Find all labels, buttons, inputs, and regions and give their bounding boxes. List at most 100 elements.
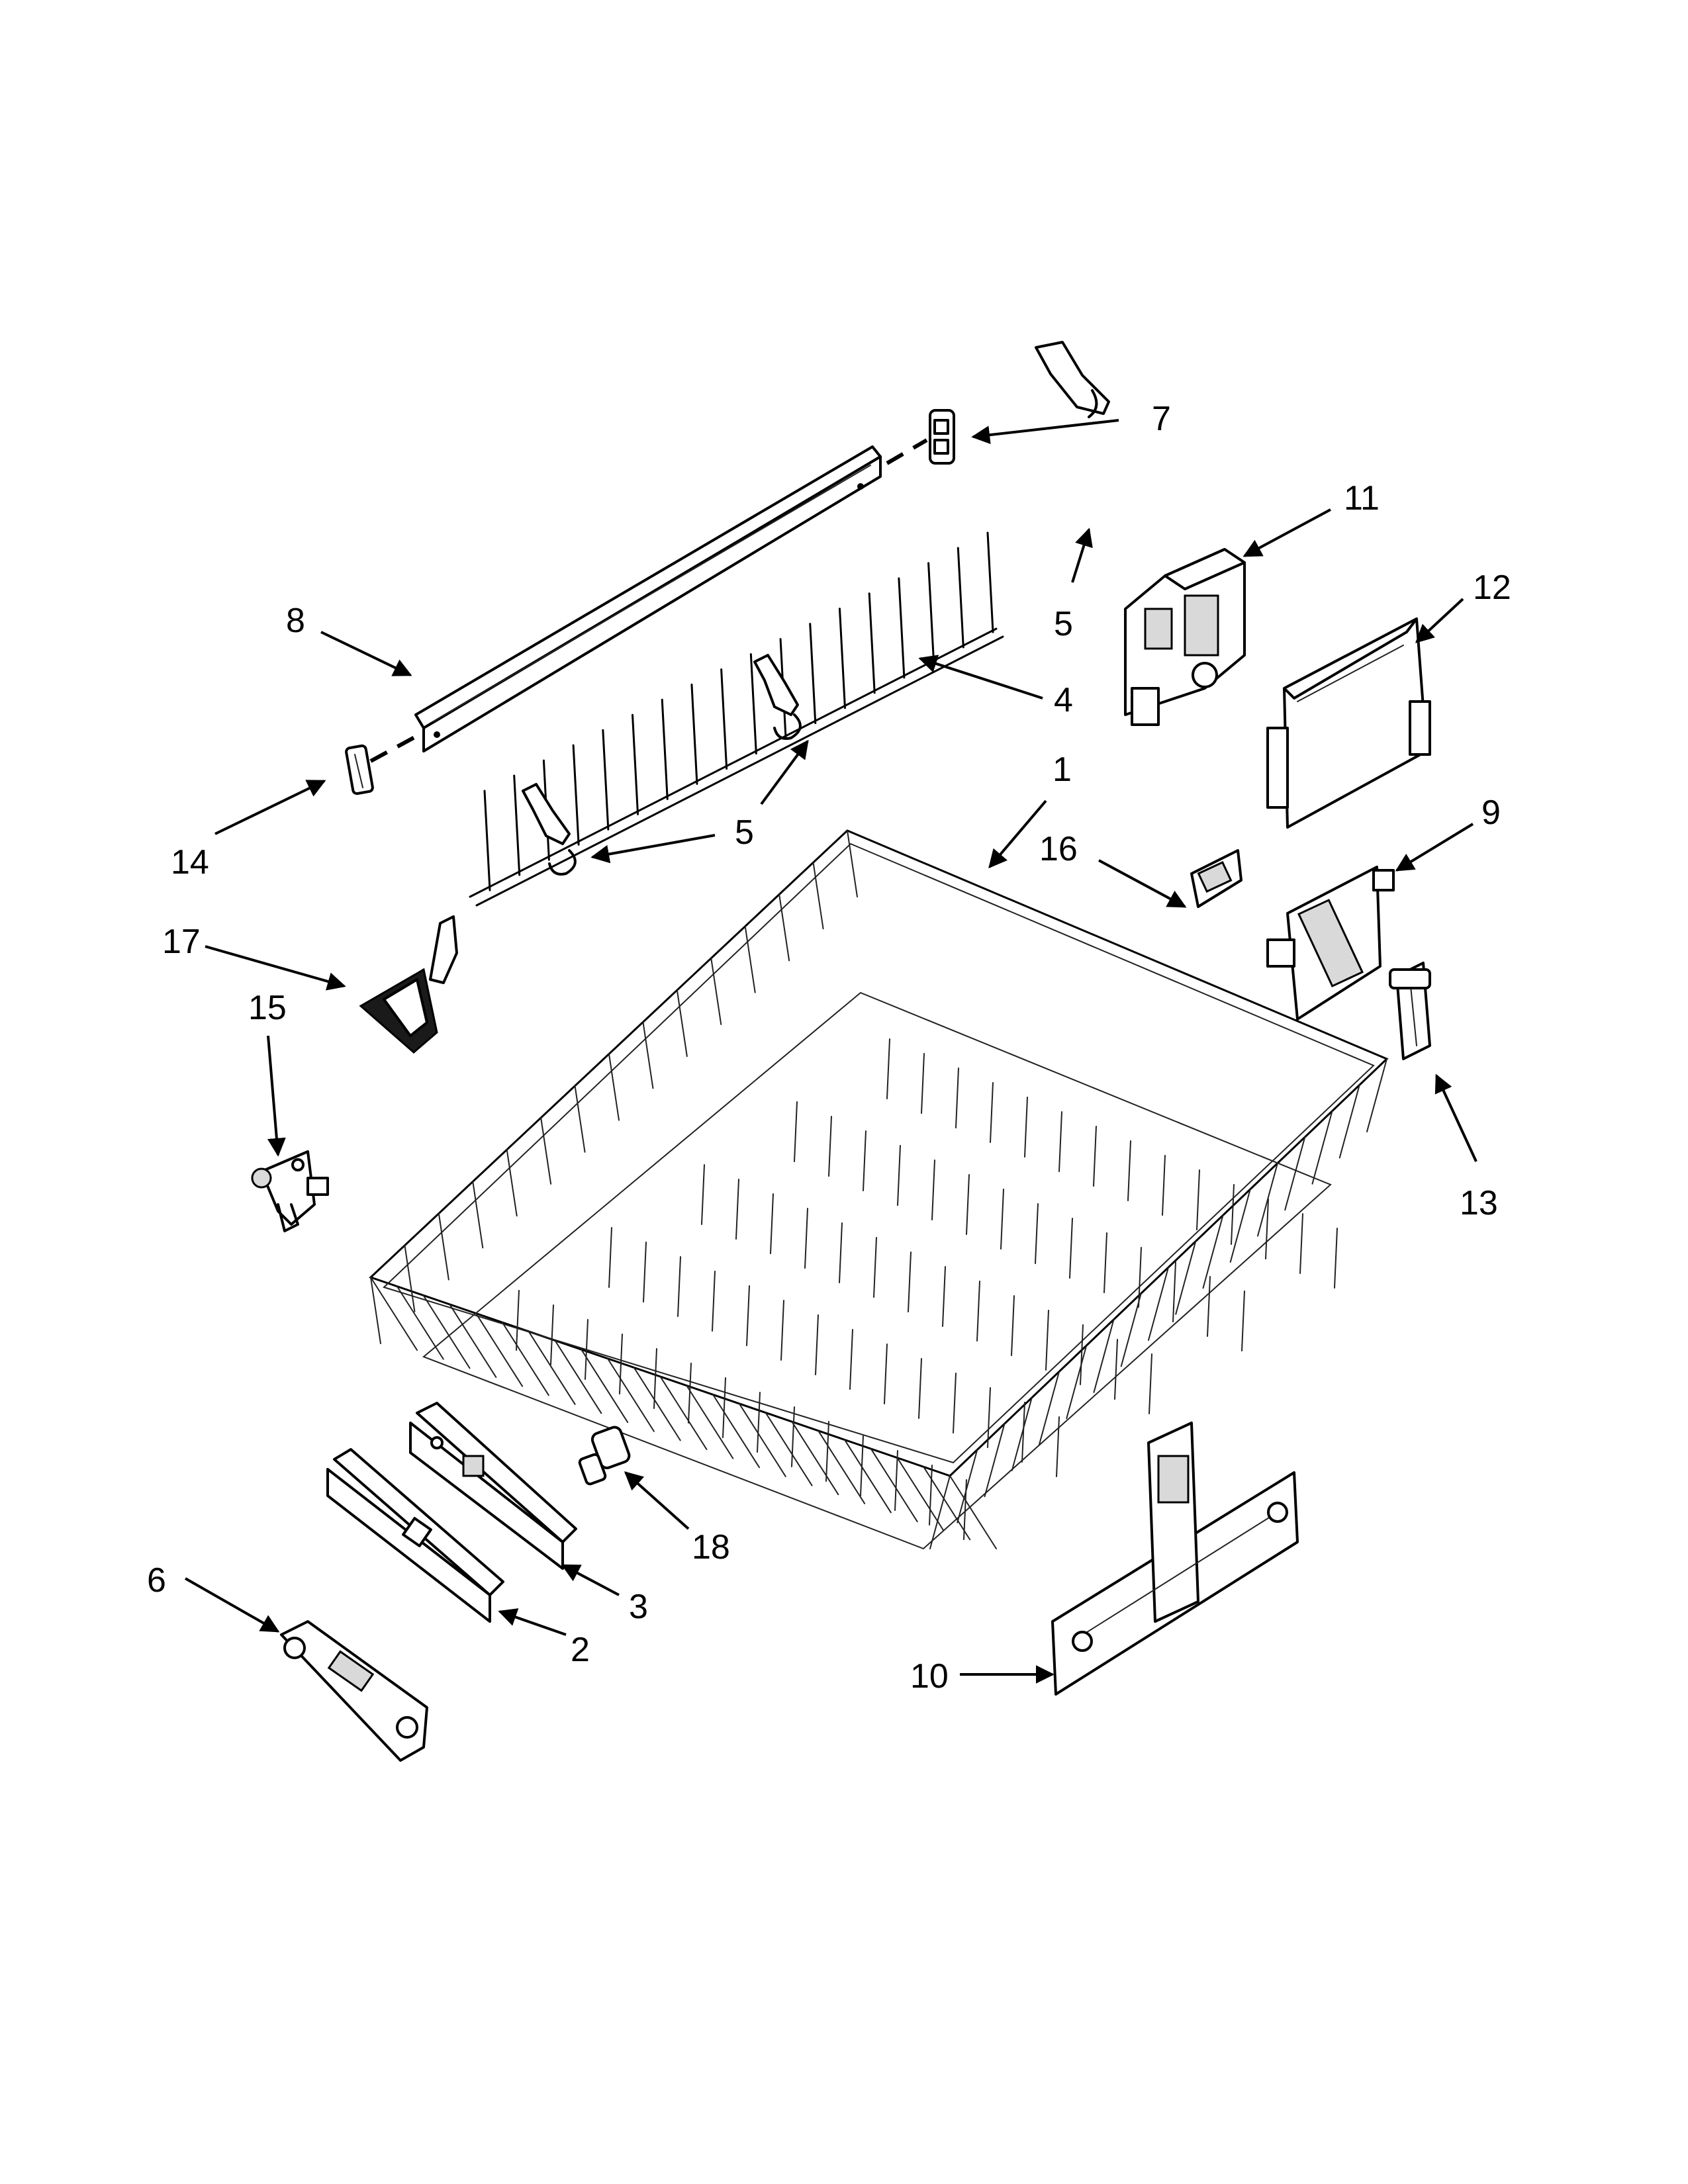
- wire-segment: [868, 592, 876, 694]
- part-8-alignment-line-left: [369, 734, 418, 763]
- arrow-6: [185, 1577, 280, 1633]
- arrow-5-upper: [1071, 527, 1093, 583]
- wire-segment: [749, 653, 757, 755]
- part-5-hook-lower: [522, 783, 577, 876]
- part-14-end-cap: [345, 744, 374, 796]
- wire-segment: [884, 1343, 888, 1404]
- wire-segment: [897, 1145, 901, 1206]
- wire-segment: [1265, 1199, 1269, 1259]
- callout-11: 11: [1344, 479, 1380, 518]
- arrow-3: [561, 1564, 620, 1596]
- wire-segment: [791, 1421, 839, 1496]
- wire-segment: [847, 830, 858, 897]
- wire-segment: [918, 1358, 922, 1419]
- wire-segment: [643, 1242, 647, 1302]
- callout-arrows: [185, 419, 1477, 1684]
- wire-segment: [843, 1439, 892, 1514]
- wire-segment: [794, 1101, 798, 1162]
- callout-13: 13: [1460, 1184, 1498, 1222]
- wire-segment: [659, 1376, 708, 1450]
- wire-segment: [712, 1394, 761, 1469]
- wire-segment: [661, 698, 669, 800]
- wire-segment: [828, 1116, 832, 1177]
- wire-segment: [1175, 1240, 1197, 1315]
- callout-5-upper: 5: [1054, 605, 1073, 643]
- wire-segment: [955, 1068, 959, 1128]
- wire-segment: [720, 668, 728, 770]
- wire-segment: [1202, 1214, 1224, 1289]
- callout-18: 18: [692, 1528, 730, 1567]
- wire-segment: [746, 1285, 750, 1346]
- wire-segment: [839, 1222, 843, 1283]
- wire-segment: [1120, 1293, 1142, 1367]
- wire-segment: [438, 1212, 449, 1281]
- wire-segment: [581, 1349, 629, 1424]
- wire-segment: [976, 1281, 980, 1342]
- wire-segment: [608, 1227, 612, 1288]
- wire-segment: [396, 1285, 444, 1360]
- wire-segment: [701, 1164, 705, 1225]
- wire-segment: [722, 1377, 726, 1438]
- wire-segment: [602, 729, 610, 831]
- part-10-adjuster-assembly: [1051, 1422, 1299, 1696]
- wire-segment: [633, 1367, 681, 1441]
- wire-segment: [506, 1149, 518, 1217]
- part-12-cover-panel: [1266, 617, 1431, 829]
- callout-15: 15: [248, 989, 287, 1027]
- wire-segment: [886, 1038, 890, 1099]
- callout-17: 17: [162, 923, 201, 961]
- wire-segment: [1093, 1318, 1115, 1393]
- wire-segment: [870, 1448, 918, 1523]
- wire-segment: [765, 1412, 813, 1486]
- wire-segment: [1011, 1295, 1015, 1356]
- part-8-alignment-line-right: [886, 438, 928, 465]
- callout-4: 4: [1054, 681, 1073, 719]
- wire-segment: [540, 1116, 552, 1185]
- callout-numbers: 7 11 5 12 8 4 1 5 14 16 9 17 15 13 18 3 …: [147, 400, 1511, 1696]
- wire-segment: [472, 1181, 484, 1249]
- part-15-latch: [251, 1150, 329, 1232]
- wire-segment: [1231, 1184, 1235, 1245]
- wire-segment: [513, 774, 521, 876]
- wire-segment: [896, 1457, 945, 1531]
- wire-segment: [1366, 1058, 1387, 1132]
- part-16-small-clip: [1190, 849, 1243, 908]
- wire-segment: [873, 1237, 877, 1298]
- wire-segment: [825, 1421, 829, 1482]
- arrow-2: [498, 1608, 567, 1636]
- wire-segment: [921, 1053, 925, 1114]
- arrow-4: [918, 655, 1043, 700]
- part-9-bracket-plate: [1266, 866, 1395, 1021]
- arrow-18: [624, 1471, 690, 1530]
- wire-segment: [483, 790, 491, 891]
- wire-segment: [908, 1251, 912, 1312]
- part-13-slider: [1389, 962, 1431, 1060]
- arrow-14: [214, 780, 326, 835]
- wire-segment: [957, 547, 964, 649]
- wire-segment: [1172, 1261, 1176, 1322]
- part-5-hook-middle: [753, 654, 802, 740]
- wire-segment: [608, 1053, 620, 1121]
- wire-segment: [449, 1303, 497, 1378]
- wire-segment: [1284, 1136, 1306, 1211]
- wire-segment: [1093, 1126, 1097, 1187]
- arrow-13: [1434, 1073, 1477, 1162]
- wire-segment: [818, 1430, 866, 1504]
- wire-segment: [1334, 1228, 1338, 1289]
- wire-segment: [1066, 1345, 1088, 1420]
- callout-9: 9: [1481, 794, 1501, 832]
- wire-segment: [1000, 1189, 1004, 1250]
- wire-segment: [1024, 1097, 1028, 1158]
- wire-segment: [1039, 1371, 1060, 1445]
- wire-segment: [838, 608, 846, 709]
- wire-segment: [550, 1304, 554, 1365]
- wire-segment: [585, 1319, 588, 1380]
- wire-segment: [963, 1479, 967, 1540]
- wire-segment: [778, 893, 790, 962]
- wire-segment: [528, 1330, 576, 1405]
- wire-segment: [1162, 1155, 1166, 1216]
- part-18-screw: [578, 1426, 631, 1486]
- wire-segment: [516, 1290, 520, 1351]
- wire-segment: [863, 1130, 867, 1191]
